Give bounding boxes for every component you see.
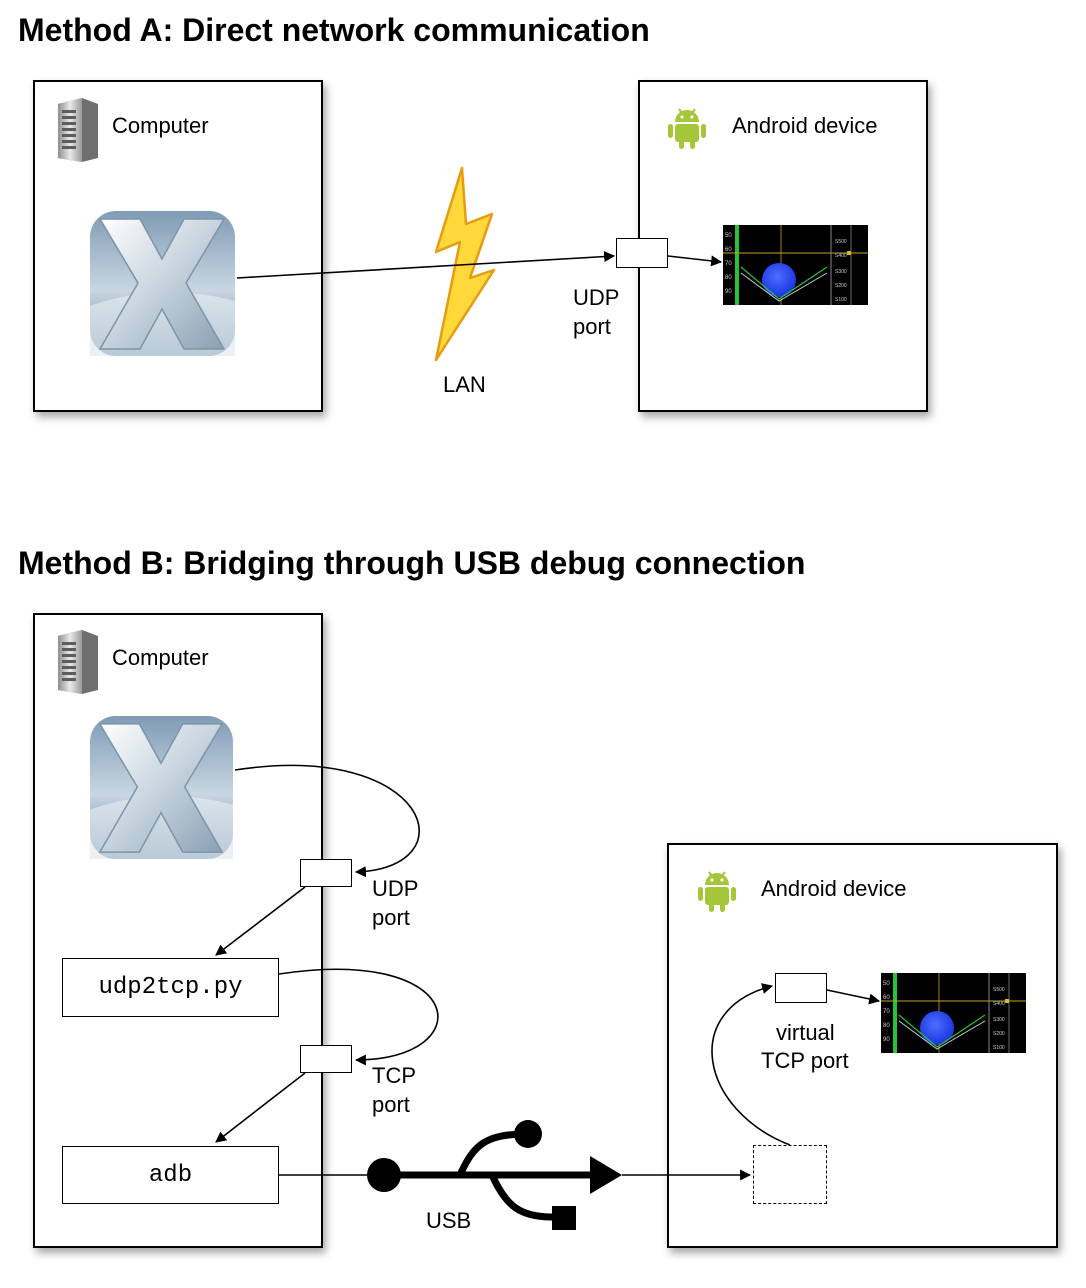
svg-text:60: 60 [725, 247, 732, 253]
svg-text:60: 60 [883, 995, 890, 1001]
x-plane-app-icon [90, 716, 233, 859]
adb-name: adb [148, 1161, 193, 1189]
method-b-udp-to-script-arrow [215, 886, 306, 956]
method-b-android-label: Android device [761, 876, 907, 901]
adb-device-endpoint [753, 1145, 827, 1204]
svg-text:S200: S200 [835, 283, 847, 289]
usb-label: USB [426, 1208, 472, 1233]
svg-text:S100: S100 [835, 297, 847, 303]
method-a-computer-label: Computer [112, 113, 209, 138]
android-robot-icon [698, 871, 736, 912]
method-b-tcp-to-adb-arrow [215, 1072, 306, 1143]
svg-text:90: 90 [883, 1037, 890, 1043]
flight-display-icon: 50 60 70 80 90 S500 S400 S300 S200 S100 [723, 225, 868, 305]
method-b-script-to-tcp-arrow [278, 968, 439, 1066]
virtual-tcp-port [775, 973, 827, 1003]
virtual-label-1: virtual [776, 1020, 835, 1045]
flight-display-icon: 50 60 70 80 90 S500 S400 S300 S200 S100 [881, 973, 1026, 1053]
method-a-title: Method A: Direct network communication [18, 12, 650, 48]
svg-text:70: 70 [725, 261, 732, 267]
server-tower-icon [58, 630, 98, 694]
method-b-tcp-port [300, 1045, 352, 1073]
svg-text:80: 80 [725, 275, 732, 281]
svg-text:S200: S200 [993, 1031, 1005, 1037]
method-b-endpoint-to-virtual-port-arrow [711, 983, 791, 1146]
server-tower-icon [58, 98, 98, 162]
svg-text:S500: S500 [835, 239, 847, 245]
adb-box: adb [62, 1146, 279, 1204]
svg-text:S400: S400 [835, 253, 847, 259]
method-b-title: Method B: Bridging through USB debug con… [18, 545, 806, 581]
svg-text:S100: S100 [993, 1045, 1005, 1051]
svg-text:90: 90 [725, 289, 732, 295]
svg-text:50: 50 [725, 233, 732, 239]
method-b-udp-label-1: UDP [372, 876, 419, 901]
method-a-udp-label-2: port [573, 314, 611, 339]
udp2tcp-script-box: udp2tcp.py [62, 958, 279, 1017]
lan-label: LAN [443, 372, 486, 397]
svg-text:70: 70 [883, 1009, 890, 1015]
usb-symbol-icon [367, 1120, 622, 1230]
method-a-android-label: Android device [732, 113, 878, 138]
method-b-app-to-udp-arrow [234, 764, 421, 878]
method-a-udp-port [616, 238, 668, 268]
android-robot-icon [668, 108, 706, 149]
x-plane-app-icon [90, 211, 235, 356]
method-b-virtual-port-to-display-arrow [826, 989, 881, 1005]
method-b-tcp-label-2: port [372, 1092, 410, 1117]
virtual-label-2: TCP port [761, 1048, 849, 1073]
svg-text:S300: S300 [835, 269, 847, 275]
svg-text:S400: S400 [993, 1001, 1005, 1007]
svg-text:S500: S500 [993, 987, 1005, 993]
svg-text:80: 80 [883, 1023, 890, 1029]
method-b-udp-label-2: port [372, 905, 410, 930]
svg-text:S300: S300 [993, 1017, 1005, 1023]
method-a-port-to-display-arrow [667, 255, 723, 267]
udp2tcp-script-name: udp2tcp.py [98, 974, 243, 1001]
method-a-udp-label-1: UDP [573, 285, 620, 310]
method-b-computer-label: Computer [112, 645, 209, 670]
svg-text:50: 50 [883, 981, 890, 987]
method-a-app-to-port-arrow [236, 251, 616, 279]
method-b-udp-port [300, 859, 352, 887]
method-b-tcp-label-1: TCP [372, 1063, 416, 1088]
